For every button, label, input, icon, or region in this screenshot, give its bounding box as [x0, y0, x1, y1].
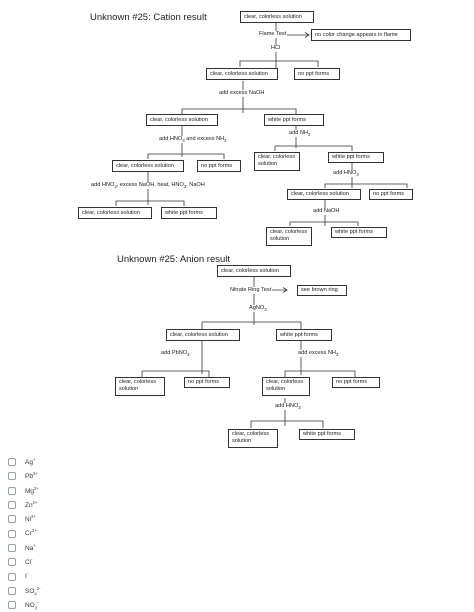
checkbox[interactable] — [8, 543, 16, 552]
option-label: Ni2+ — [25, 514, 36, 524]
hno3-noppt-box: no ppt forms — [369, 189, 413, 200]
option-mg[interactable]: Mg2+ — [8, 484, 40, 498]
ion-options-list: Ag+ Pb2+ Mg2+ Zn2+ Ni2+ Cr3+ Na+ Cl- I- … — [8, 455, 40, 612]
hcl-label: HCl — [270, 45, 282, 52]
anion-start-box: clear, colorless solution — [217, 265, 291, 277]
naoh2-white-box: white ppt forms — [331, 227, 387, 238]
anion-title: Unknown #25: Anion result — [117, 254, 231, 265]
checkbox[interactable] — [8, 529, 16, 538]
option-label: Pb2+ — [25, 471, 38, 481]
anion-hno3-clear-box: clear, colorless solution — [228, 429, 278, 448]
anion-hno3-white-box: white ppt forms — [299, 429, 355, 440]
naoh-white-box: white ppt forms — [264, 114, 324, 126]
cation-title: Unknown #25: Cation result — [90, 12, 207, 23]
option-label: Na+ — [25, 542, 36, 552]
option-label: SO42- — [25, 585, 41, 597]
nh3-noppt-box: no ppt forms — [332, 377, 380, 388]
naoh2-label: add NaOH — [312, 208, 341, 215]
option-na[interactable]: Na+ — [8, 541, 40, 555]
nh3-white-ppt-box: white ppt forms — [328, 152, 384, 163]
final-reagents-label: add HNO3, excess NaOH, heat, HNO3, NaOH — [90, 182, 206, 190]
option-cl[interactable]: Cl- — [8, 555, 40, 569]
option-label: Cl- — [25, 557, 33, 567]
cation-start-box: clear, colorless solution — [240, 11, 314, 23]
option-label: Mg2+ — [25, 485, 39, 495]
hcl-clear-box: clear, colorless solution — [206, 68, 278, 80]
option-pb[interactable]: Pb2+ — [8, 469, 40, 483]
checkbox[interactable] — [8, 501, 16, 510]
flame-result-box: no color change appears in flame — [311, 29, 411, 41]
option-label: NO3- — [25, 599, 39, 611]
excess-nh3-label: add excess NH3 — [297, 350, 340, 358]
hno3-nh3-noppt-box: no ppt forms — [197, 160, 241, 172]
hno3-clear-box: clear, colorless solution — [287, 189, 361, 200]
nh3-white-clear-box: clear, colorless solution — [254, 152, 300, 171]
option-zn[interactable]: Zn2+ — [8, 498, 40, 512]
ag-clear-box: clear, colorless solution — [166, 329, 240, 341]
pb-clear-box: clear, colorless solution — [115, 377, 165, 396]
naoh2-clear-box: clear, colorless solution — [266, 227, 312, 246]
final-white-box: white ppt forms — [161, 207, 217, 219]
option-ni[interactable]: Ni2+ — [8, 512, 40, 526]
flame-test-label: Flame Test — [258, 31, 288, 38]
option-label: Zn2+ — [25, 499, 38, 509]
hcl-noppt-box: no ppt forms — [294, 68, 340, 80]
nh3-clear-box: clear, colorless solution — [262, 377, 310, 396]
final-clear-box: clear, colorless solution — [78, 207, 152, 219]
option-no3[interactable]: NO3- — [8, 598, 40, 612]
naoh-label: add excess NaOH — [218, 90, 266, 97]
ag-white-box: white ppt forms — [276, 329, 332, 341]
option-label: I- — [25, 571, 29, 581]
hno3-label: add HNO3 — [332, 170, 360, 178]
anion-hno3-label: add HNO3 — [274, 403, 302, 411]
pb-noppt-box: no ppt forms — [184, 377, 230, 388]
option-label: Ag+ — [25, 456, 36, 467]
nh3-white-label: add NH3 — [288, 130, 312, 138]
checkbox[interactable] — [8, 458, 16, 467]
checkbox[interactable] — [8, 515, 16, 524]
nitrate-ring-label: Nitrate Ring Test — [229, 287, 273, 294]
checkbox[interactable] — [8, 558, 16, 567]
checkbox[interactable] — [8, 601, 16, 610]
option-ag[interactable]: Ag+ — [8, 455, 40, 469]
agno3-label: AgNO3 — [248, 305, 268, 313]
option-so4[interactable]: SO42- — [8, 584, 40, 598]
checkbox[interactable] — [8, 586, 16, 595]
ring-result-box: see brown ring — [297, 285, 347, 296]
option-label: Cr3+ — [25, 528, 37, 538]
checkbox[interactable] — [8, 486, 16, 495]
checkbox[interactable] — [8, 572, 16, 581]
option-i[interactable]: I- — [8, 569, 40, 583]
naoh-clear-box: clear, colorless solution — [146, 114, 218, 126]
hno3-nh3-clear-box: clear, colorless solution — [112, 160, 184, 172]
option-cr[interactable]: Cr3+ — [8, 526, 40, 540]
checkbox[interactable] — [8, 472, 16, 481]
pbno3-label: add PbNO3 — [160, 350, 191, 358]
hno3-nh3-label: add HNO3 and excess NH3 — [158, 136, 228, 144]
